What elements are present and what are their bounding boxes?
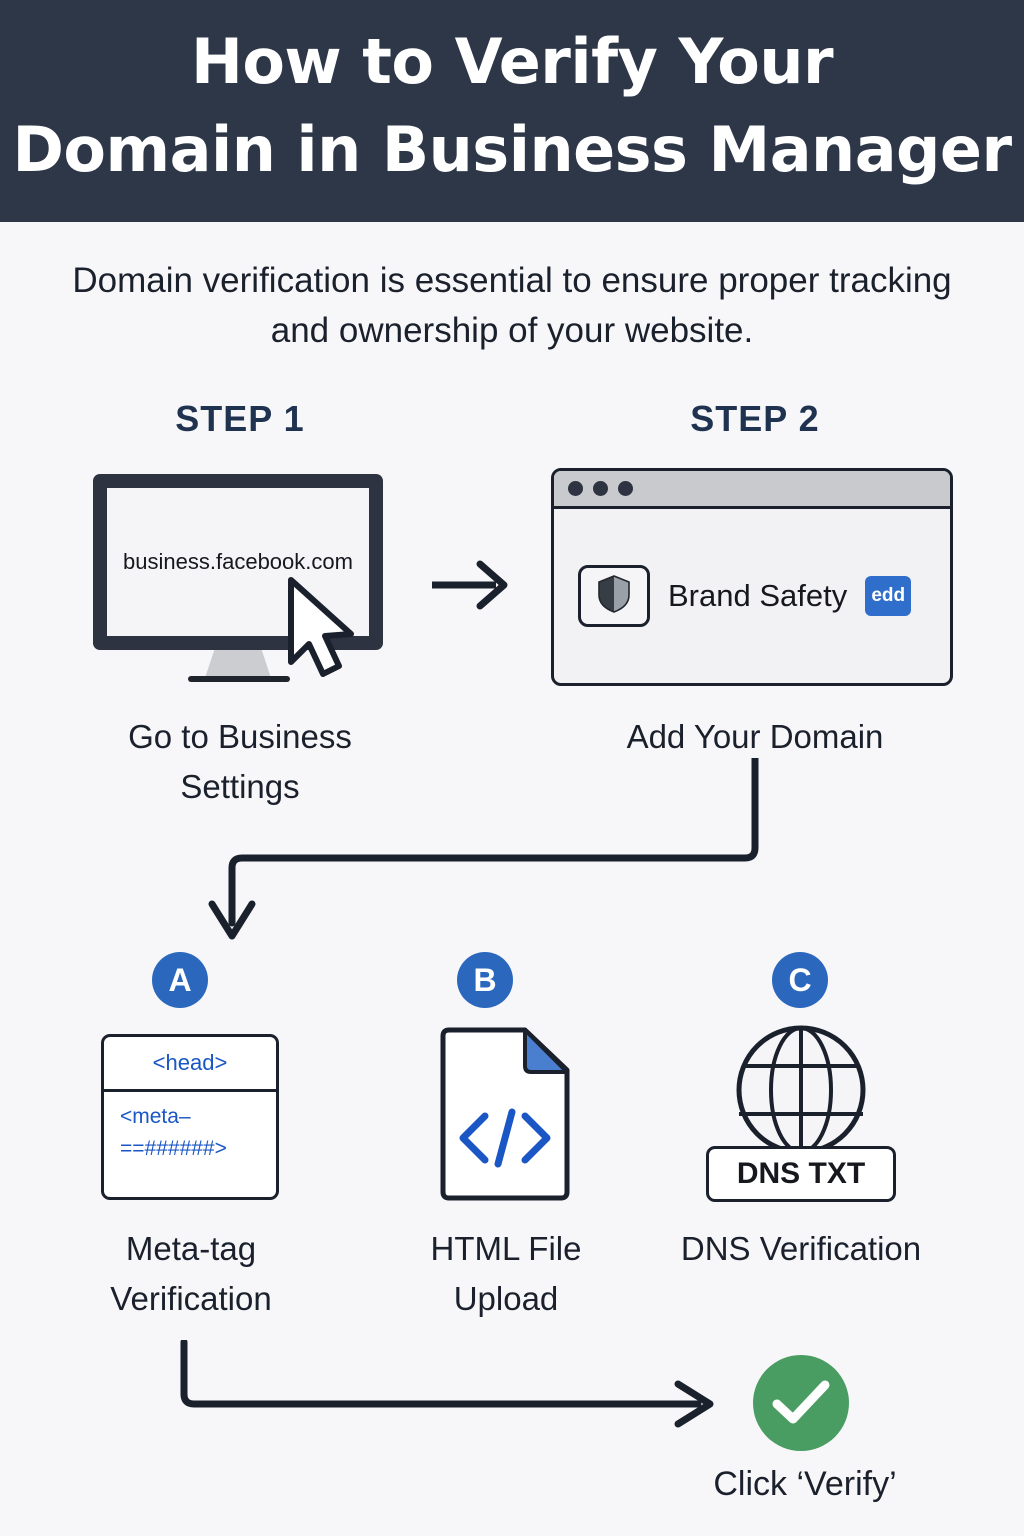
monitor-icon: business.facebook.com bbox=[93, 474, 383, 650]
meta-card-body: <meta– ==######> bbox=[104, 1092, 276, 1165]
method-b-caption: HTML File Upload bbox=[430, 1230, 582, 1317]
connector-step2-to-methods-icon bbox=[200, 754, 800, 948]
window-dot-icon bbox=[568, 481, 583, 496]
code-card-icon: <head> <meta– ==######> bbox=[101, 1034, 279, 1200]
step-2-label: STEP 2 bbox=[690, 398, 820, 439]
screen-url-text: business.facebook.com bbox=[123, 549, 353, 574]
browser-window-icon: Brand Safety edd bbox=[551, 468, 953, 686]
brand-safety-label: Brand Safety bbox=[668, 578, 848, 613]
dns-txt-chip: DNS TXT bbox=[706, 1146, 896, 1202]
page-title: How to Verify Your Domain in Business Ma… bbox=[0, 18, 1024, 194]
window-dot-icon bbox=[593, 481, 608, 496]
page-title-line2: Domain in Business Manager bbox=[12, 113, 1012, 186]
browser-content: Brand Safety edd bbox=[554, 509, 950, 683]
step-1-caption: Go to Business Settings bbox=[128, 718, 352, 805]
checkmark-circle-icon bbox=[753, 1355, 849, 1451]
window-dot-icon bbox=[618, 481, 633, 496]
method-badge-a: A bbox=[152, 952, 208, 1008]
method-c-caption: DNS Verification bbox=[680, 1230, 922, 1267]
add-badge-icon: edd bbox=[865, 576, 912, 616]
mouse-cursor-icon bbox=[283, 576, 369, 680]
meta-card-head-text: <head> bbox=[104, 1037, 276, 1092]
intro-text: Domain verification is essential to ensu… bbox=[72, 261, 952, 350]
step-1-label: STEP 1 bbox=[175, 398, 305, 439]
header-band: How to Verify Your Domain in Business Ma… bbox=[0, 0, 1024, 222]
monitor-base-icon bbox=[188, 676, 290, 682]
page-title-line1: How to Verify Your bbox=[190, 25, 834, 98]
monitor-stand-icon bbox=[205, 650, 271, 678]
html-file-icon bbox=[437, 1026, 573, 1204]
arrow-step1-to-step2-icon bbox=[430, 558, 515, 613]
verify-caption: Click ‘Verify’ bbox=[713, 1465, 897, 1503]
globe-icon bbox=[722, 1024, 880, 1155]
meta-card-body-line2: ==######> bbox=[120, 1137, 227, 1160]
method-badge-c: C bbox=[772, 952, 828, 1008]
method-a-caption: Meta-tag Verification bbox=[110, 1230, 272, 1317]
browser-titlebar bbox=[554, 471, 950, 509]
method-badge-b: B bbox=[457, 952, 513, 1008]
step-2-caption: Add Your Domain bbox=[626, 718, 884, 755]
shield-icon bbox=[598, 574, 630, 618]
meta-card-body-line1: <meta– bbox=[120, 1105, 191, 1128]
connector-methods-to-verify-icon bbox=[178, 1338, 738, 1450]
shield-icon-box bbox=[578, 565, 650, 627]
